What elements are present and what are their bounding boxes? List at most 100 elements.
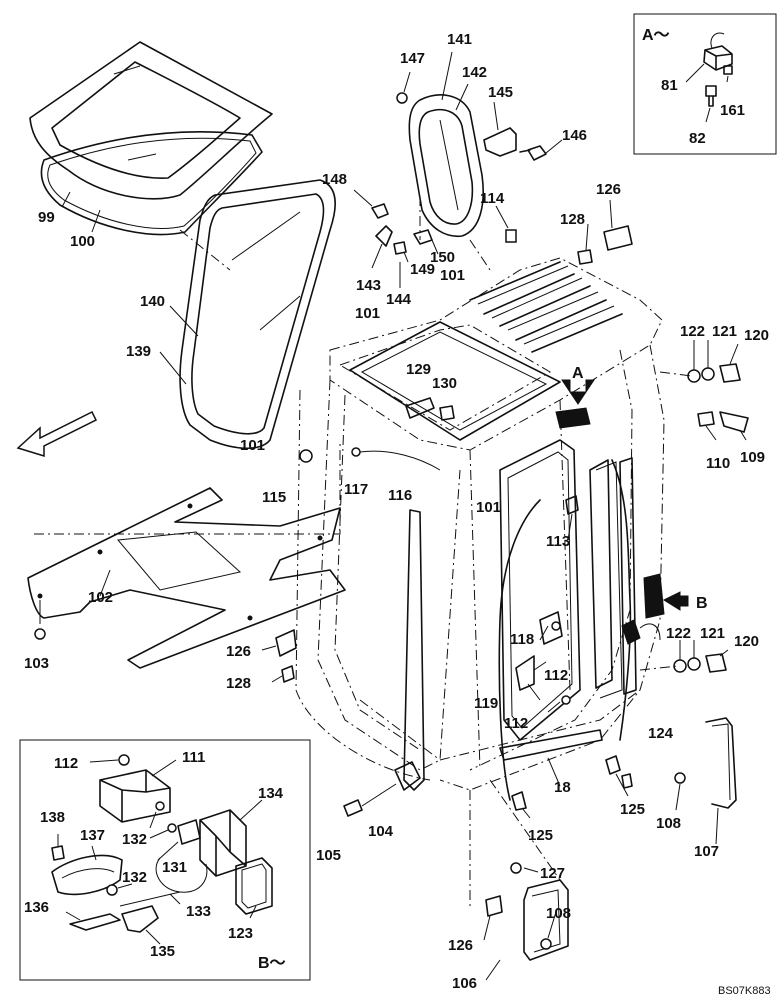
label-130: 130	[432, 375, 457, 392]
label-106: 106	[452, 975, 477, 992]
bolt-130	[439, 405, 455, 421]
label-128-top: 128	[560, 211, 585, 228]
label-110: 110	[706, 455, 730, 472]
label-122-bot: 122	[666, 625, 691, 642]
direction-arrow	[16, 410, 98, 458]
label-139: 139	[126, 343, 151, 360]
label-82: 82	[689, 130, 706, 147]
label-107: 107	[694, 843, 719, 860]
bracket-143	[375, 225, 393, 247]
handle-107	[705, 717, 737, 809]
label-149: 149	[410, 261, 435, 278]
bracket-119	[515, 655, 535, 691]
clip-148	[371, 203, 389, 219]
label-99: 99	[38, 209, 55, 226]
label-144: 144	[386, 291, 412, 308]
boot-123	[235, 857, 273, 915]
mount-bracket-left	[261, 629, 297, 683]
label-126-mid: 126	[226, 643, 251, 660]
bolt-105	[343, 799, 363, 817]
step-18	[499, 729, 603, 761]
cap-115	[299, 449, 313, 463]
label-124: 124	[648, 725, 674, 742]
drawing-number: BS07K883	[718, 985, 771, 997]
label-112-right-b: 112	[504, 715, 528, 732]
label-113: 113	[546, 533, 570, 550]
handle-104	[403, 509, 425, 791]
label-141: 141	[447, 31, 472, 48]
relay-134	[199, 809, 247, 877]
latch-109	[719, 411, 749, 433]
label-126-bottom: 126	[448, 937, 473, 954]
screw-82-shape	[705, 85, 717, 107]
handle-106	[523, 879, 569, 961]
label-101-right: 101	[476, 499, 501, 516]
nut-147	[396, 92, 408, 104]
label-b-123: 123	[228, 925, 253, 942]
label-118: 118	[510, 631, 534, 648]
label-148: 148	[322, 171, 347, 188]
label-143: 143	[356, 277, 381, 294]
label-18: 18	[554, 779, 571, 796]
label-b-135: 135	[150, 943, 175, 960]
detail-b-title: B～	[258, 955, 286, 972]
detail-a-title: A～	[642, 27, 670, 44]
view-b-label: B	[696, 595, 708, 612]
harness-124	[611, 459, 632, 741]
label-120-top: 120	[744, 327, 769, 344]
label-115: 115	[262, 489, 286, 506]
label-161: 161	[720, 102, 745, 119]
label-b-132b: 132	[122, 869, 147, 886]
label-147: 147	[400, 50, 425, 67]
callout-labels: 147 141 142 145 146 148 114 126 128 99 1…	[24, 31, 769, 992]
label-125-mid: 125	[528, 827, 553, 844]
label-125-right: 125	[620, 801, 645, 818]
label-b-136: 136	[24, 899, 49, 916]
label-114: 114	[480, 190, 505, 207]
label-104: 104	[368, 823, 394, 840]
label-128-mid: 128	[226, 675, 251, 692]
label-b-138: 138	[40, 809, 65, 826]
wire-116	[359, 450, 441, 471]
side-window	[353, 51, 563, 288]
bracket-145	[483, 127, 517, 157]
label-b-132a: 132	[122, 831, 147, 848]
screw-138	[51, 845, 65, 861]
pin-125c	[621, 773, 633, 789]
label-142: 142	[462, 64, 487, 81]
bolt-149	[393, 241, 407, 255]
label-121-top: 121	[712, 323, 737, 340]
hinge-129	[405, 397, 435, 419]
screw-132b	[106, 884, 118, 896]
label-140: 140	[140, 293, 165, 310]
label-b-133: 133	[186, 903, 211, 920]
controller-box	[643, 573, 665, 619]
label-101-left: 101	[240, 437, 265, 454]
detail-b-box: B～	[19, 739, 311, 981]
detail-a-box: A～ 81 161 82	[633, 13, 777, 155]
cover-137	[51, 854, 123, 896]
label-102: 102	[88, 589, 113, 606]
controller-111	[99, 769, 171, 823]
label-150: 150	[430, 249, 455, 266]
label-101-mid: 101	[355, 305, 380, 322]
mount-bracket-top	[495, 199, 633, 265]
grab-handles	[469, 717, 737, 981]
label-b-131: 131	[162, 859, 187, 876]
label-b-134: 134	[258, 785, 284, 802]
label-146: 146	[562, 127, 587, 144]
switch-131	[177, 819, 201, 845]
label-120-bot: 120	[734, 633, 759, 650]
label-105: 105	[316, 847, 341, 864]
label-129: 129	[406, 361, 431, 378]
cab-frame: A B	[295, 257, 749, 819]
label-b-112: 112	[54, 755, 78, 772]
switch-81-shape	[703, 45, 733, 71]
label-b-137: 137	[80, 827, 105, 844]
label-121-bot: 121	[700, 625, 725, 642]
label-119: 119	[474, 695, 498, 712]
label-81: 81	[661, 77, 678, 94]
label-108-bottom: 108	[546, 905, 571, 922]
label-116: 116	[388, 487, 412, 504]
label-b-111: 111	[182, 749, 205, 766]
